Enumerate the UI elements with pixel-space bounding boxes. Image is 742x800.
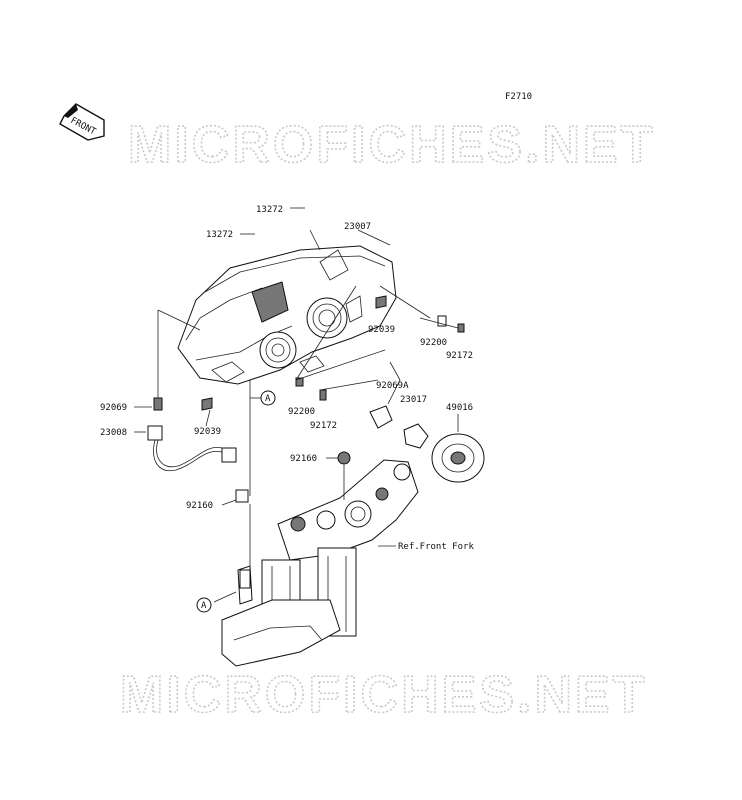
- part-label-13272: 13272: [206, 230, 233, 240]
- part-label-92172-right: 92172: [446, 351, 473, 361]
- headlight-assembly-drawing: [177, 245, 397, 385]
- leader-lines: [134, 207, 459, 603]
- callout-a-lower-label: A: [201, 601, 207, 611]
- watermark-bottom: MICROFICHES.NET: [120, 666, 647, 724]
- front-fork-drawing: [221, 459, 419, 667]
- part-label-92160-lower: 92160: [186, 501, 213, 511]
- part-label-92200-right: 92200: [420, 338, 447, 348]
- part-label-49016: 49016: [446, 403, 473, 413]
- part-label-92069: 92069: [100, 403, 127, 413]
- wiring-harness-drawing: [147, 397, 251, 589]
- watermark-top: MICROFICHES.NET: [128, 116, 655, 174]
- part-label-92200-left: 92200: [288, 407, 315, 417]
- ref-front-fork-label: Ref.Front Fork: [398, 542, 474, 552]
- figure-code: F2710: [505, 92, 532, 102]
- part-label-92039-right: 92039: [368, 325, 395, 335]
- callout-a-upper-label: A: [265, 394, 271, 404]
- front-arrow-icon: FRONT: [59, 103, 105, 141]
- callout-a-upper: A: [260, 390, 276, 406]
- part-label-23017: 23017: [400, 395, 427, 405]
- part-label-23008: 23008: [100, 428, 127, 438]
- part-label-92069a: 92069A: [376, 381, 409, 391]
- part-label-92039-left: 92039: [194, 427, 221, 437]
- part-label-92160-upper: 92160: [290, 454, 317, 464]
- part-label-13272-top: 13272: [256, 205, 283, 215]
- callout-a-lower: A: [196, 597, 212, 613]
- part-label-23007: 23007: [344, 222, 371, 232]
- headlight-cover-drawing: [295, 295, 485, 483]
- part-label-92172-left: 92172: [310, 421, 337, 431]
